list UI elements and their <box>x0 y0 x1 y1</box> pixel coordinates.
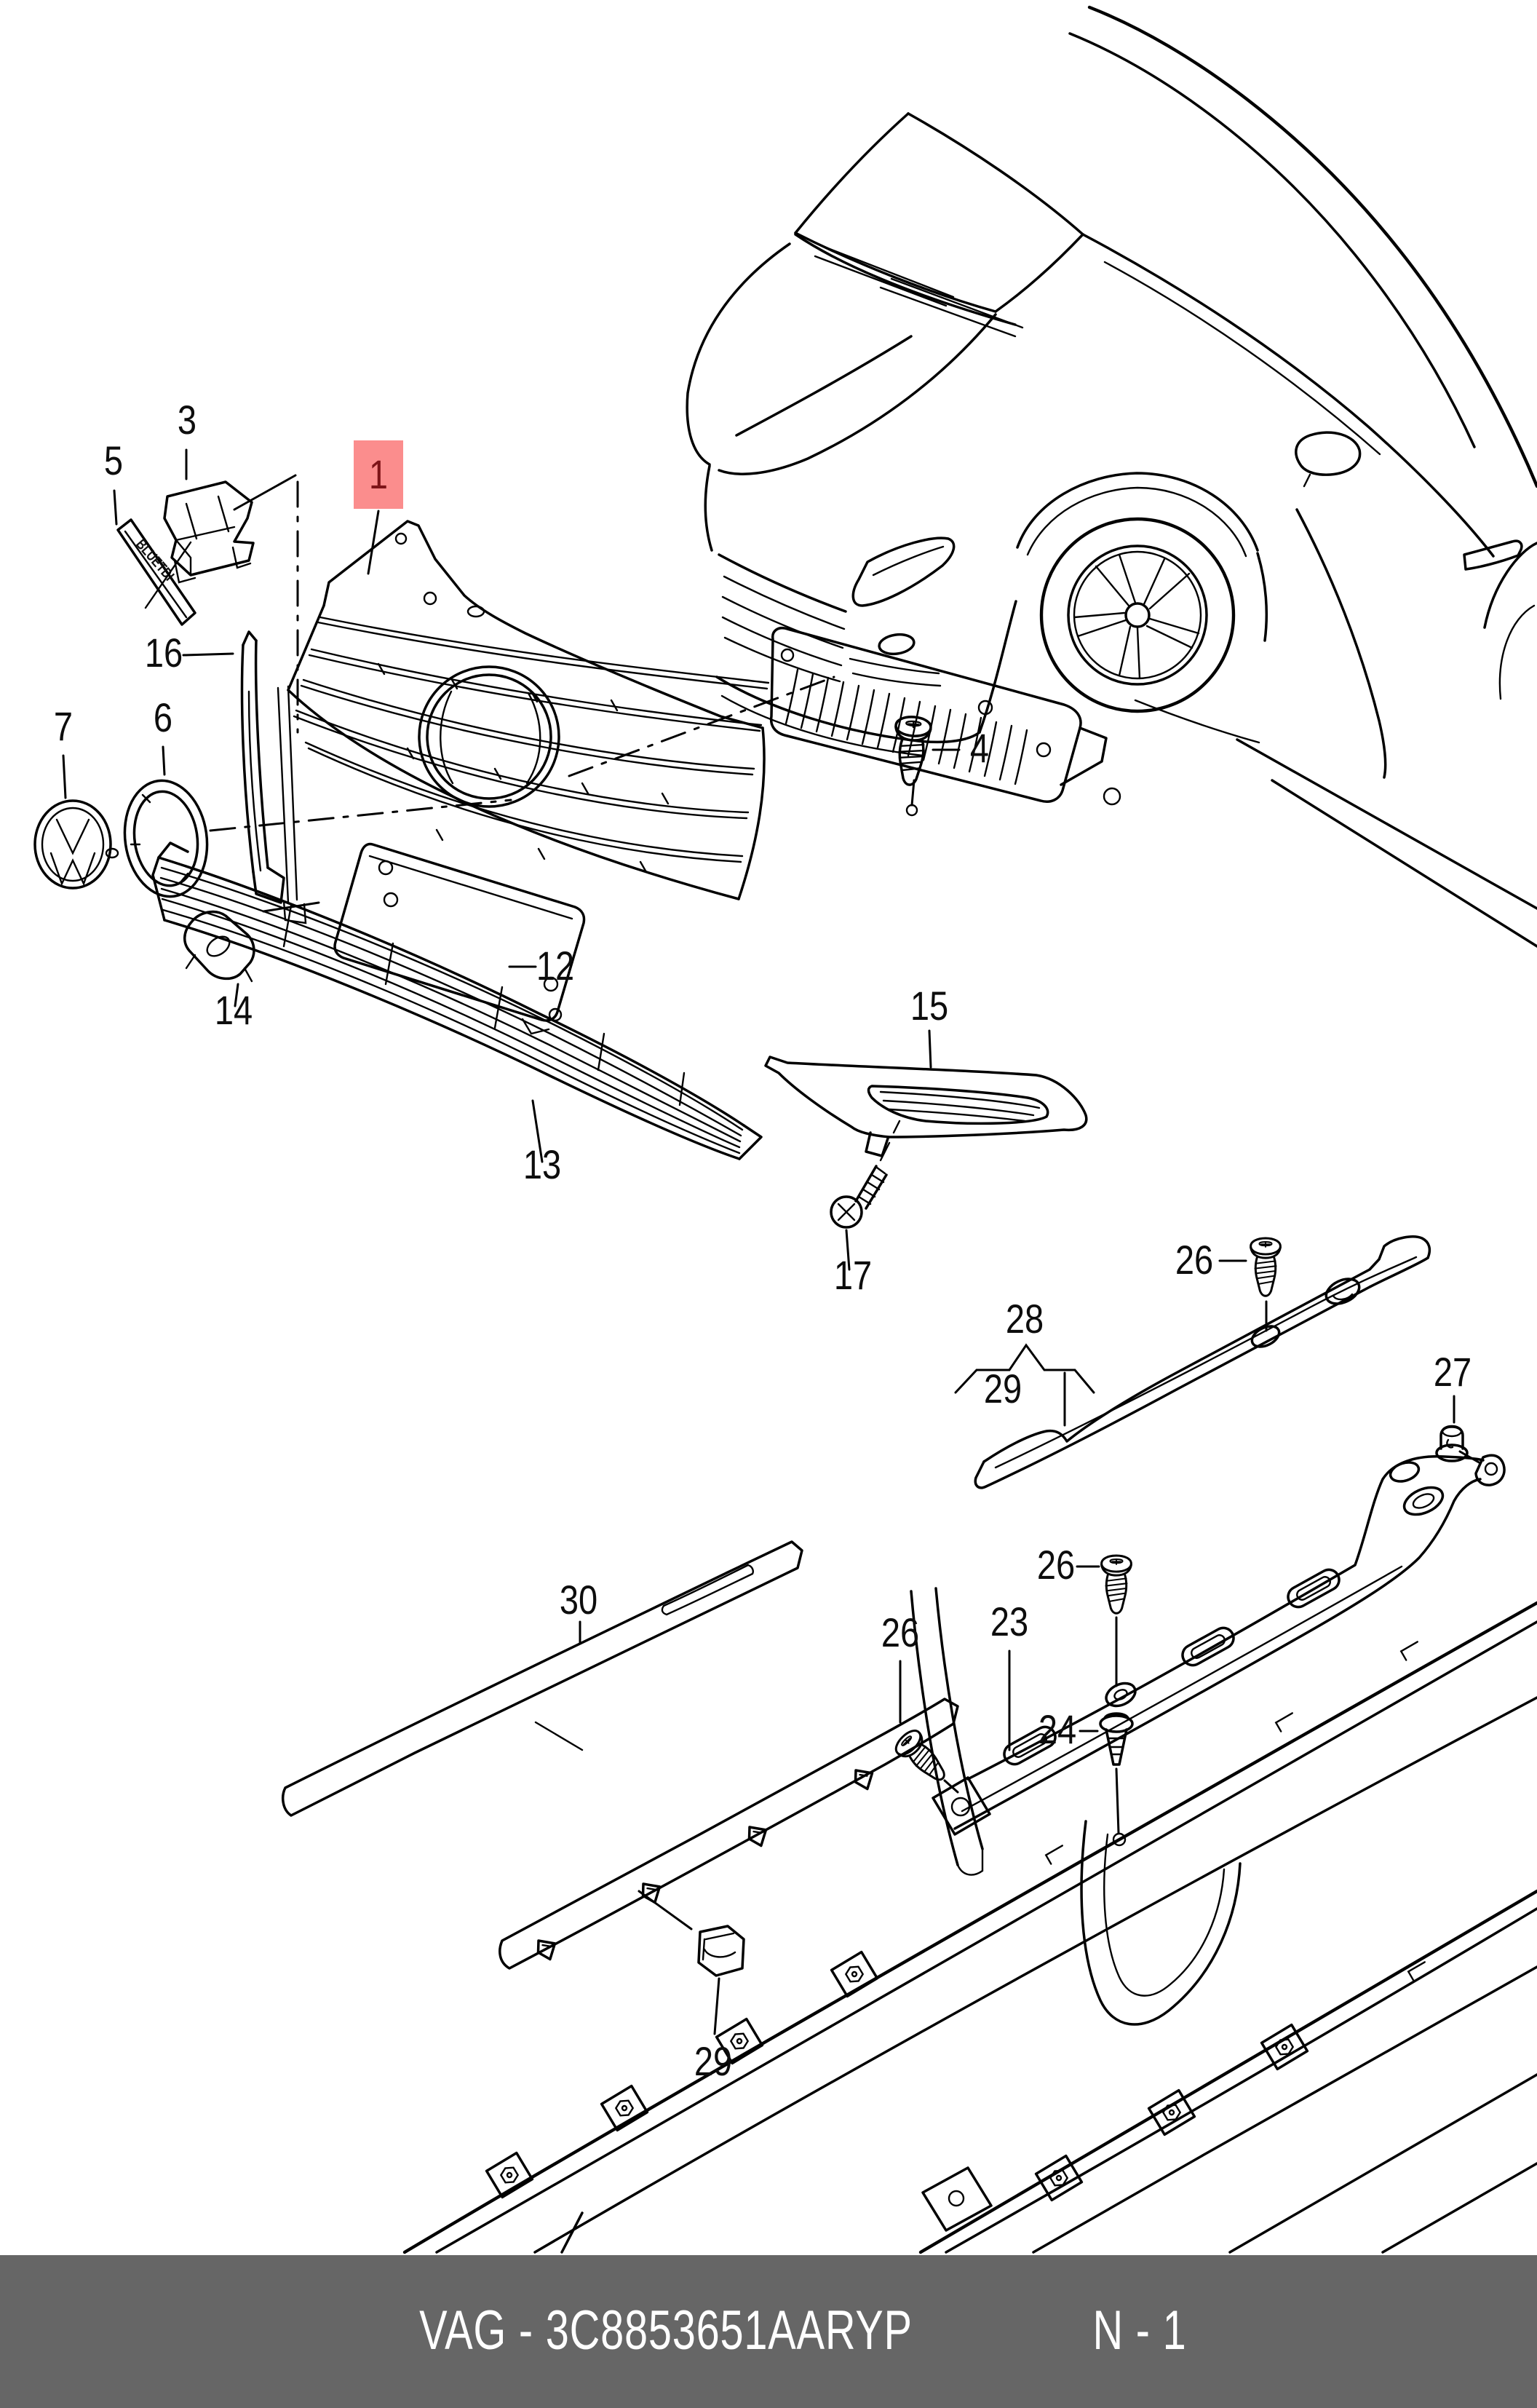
part-sill-carrier-23 <box>932 1454 1506 1836</box>
leader-lines <box>62 448 1455 2035</box>
part-clip-14 <box>183 910 255 983</box>
screw-26-top <box>1250 1237 1282 1332</box>
part-vent-plate <box>769 627 1121 806</box>
car-sketch <box>686 5 1537 948</box>
callout-14[interactable]: 14 <box>215 987 253 1033</box>
part-radiator-grille-1 <box>287 520 770 900</box>
part-licence-plate-holder-12 <box>333 842 586 1035</box>
screw-26-right <box>1100 1554 1132 1687</box>
callout-3[interactable]: 3 <box>178 397 196 443</box>
callout-16[interactable]: 16 <box>145 630 183 676</box>
footer-bar: VAG - 3C8853651AARYP N - 1 <box>0 2255 1537 2408</box>
part-bumper-grille-13 <box>151 841 763 1160</box>
brace-28-29 <box>954 1343 1095 1427</box>
part-trim-strip-16 <box>240 630 307 924</box>
part-number-text: VAG - 3C8853651AARYP <box>419 2299 913 2361</box>
body-sill-upper <box>402 1587 1537 2254</box>
screw-26-left <box>891 1725 959 1794</box>
clip-24 <box>1099 1712 1134 1847</box>
callout-26[interactable]: 26 <box>881 1609 919 1655</box>
callout-5[interactable]: 5 <box>104 437 123 483</box>
highlight-marker <box>354 440 403 509</box>
part-fog-grille-15 <box>764 1056 1088 1157</box>
callout-30[interactable]: 30 <box>560 1577 597 1623</box>
callout-29[interactable]: 29 <box>694 2038 732 2084</box>
part-bracket-3 <box>163 480 255 584</box>
screw-4 <box>890 714 933 817</box>
callout-17[interactable]: 17 <box>834 1252 872 1298</box>
callout-6[interactable]: 6 <box>154 694 172 740</box>
part-sill-trim-28 <box>974 1235 1431 1489</box>
callout-28[interactable]: 28 <box>1006 1296 1044 1342</box>
callout-23[interactable]: 23 <box>990 1599 1028 1644</box>
callout-26[interactable]: 26 <box>1037 1542 1075 1588</box>
callout-7[interactable]: 7 <box>54 703 73 749</box>
body-sill-lower <box>918 1889 1537 2254</box>
callout-15[interactable]: 15 <box>910 983 948 1029</box>
callout-24[interactable]: 24 <box>1038 1706 1076 1752</box>
callout-12[interactable]: 12 <box>536 943 574 989</box>
callout-29[interactable]: 29 <box>984 1366 1022 1411</box>
callout-4[interactable]: 4 <box>970 725 989 771</box>
part-door-moulding-30 <box>281 1540 803 1817</box>
clip-29 <box>697 1925 745 1977</box>
part-emblem-ring-6 <box>123 779 209 898</box>
part-badge-5: BLUETDI <box>116 518 196 626</box>
callout-26[interactable]: 26 <box>1175 1237 1213 1283</box>
page-reference-text: N - 1 <box>1092 2299 1187 2361</box>
part-vw-emblem-7 <box>33 799 119 890</box>
screw-17 <box>830 1120 901 1229</box>
callout-27[interactable]: 27 <box>1434 1349 1472 1395</box>
part-door-moulding-29-strip <box>499 1698 959 1970</box>
callout-1[interactable]: 1 <box>369 451 388 497</box>
callout-13[interactable]: 13 <box>523 1141 561 1187</box>
